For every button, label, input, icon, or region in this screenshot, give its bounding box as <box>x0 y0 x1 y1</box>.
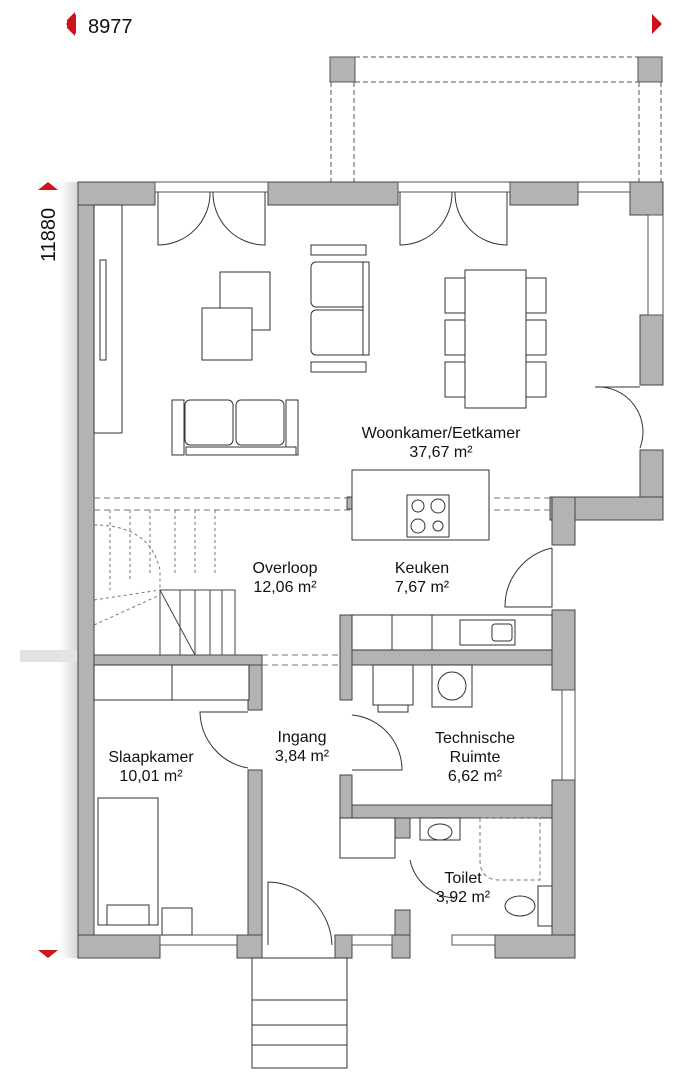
staircase-lower <box>159 589 236 656</box>
room-label-slaapkamer: Slaapkamer 10,01 m² <box>108 748 193 786</box>
room-area: 3,92 m² <box>435 889 491 906</box>
room-label-keuken: Keuken 7,67 m² <box>395 559 449 597</box>
width-dimension: 8977 <box>88 16 133 38</box>
room-label-overloop: Overloop 12,06 m² <box>253 559 318 597</box>
room-label-woonkamer: Woonkamer/Eetkamer 37,67 m² <box>362 424 521 462</box>
room-area: 3,84 m² <box>274 748 330 765</box>
room-name: Woonkamer/Eetkamer <box>361 425 521 442</box>
room-area: 7,67 m² <box>394 579 450 596</box>
shower-area <box>479 817 541 881</box>
room-label-ingang: Ingang 3,84 m² <box>275 728 329 766</box>
room-name: Overloop <box>252 560 318 577</box>
room-label-technische-ruimte: Technische Ruimte 6,62 m² <box>425 729 525 786</box>
windows <box>154 181 664 946</box>
room-name: Ingang <box>277 729 327 746</box>
furniture <box>93 204 553 1069</box>
pergola <box>329 56 663 182</box>
room-area: 10,01 m² <box>119 768 183 785</box>
depth-dimension: 11880 <box>38 207 60 262</box>
room-area: 37,67 m² <box>409 444 473 461</box>
walls <box>77 181 664 959</box>
room-label-toilet: Toilet 3,92 m² <box>436 869 490 907</box>
room-name: Toilet <box>444 870 482 887</box>
room-area: 12,06 m² <box>253 579 317 596</box>
room-name: Keuken <box>394 560 450 577</box>
doors <box>157 191 644 946</box>
staircase <box>93 510 216 626</box>
room-name: Technische Ruimte <box>434 730 516 766</box>
room-name: Slaapkamer <box>108 749 194 766</box>
dimension-shade <box>60 182 78 958</box>
room-area: 6,62 m² <box>447 768 503 785</box>
